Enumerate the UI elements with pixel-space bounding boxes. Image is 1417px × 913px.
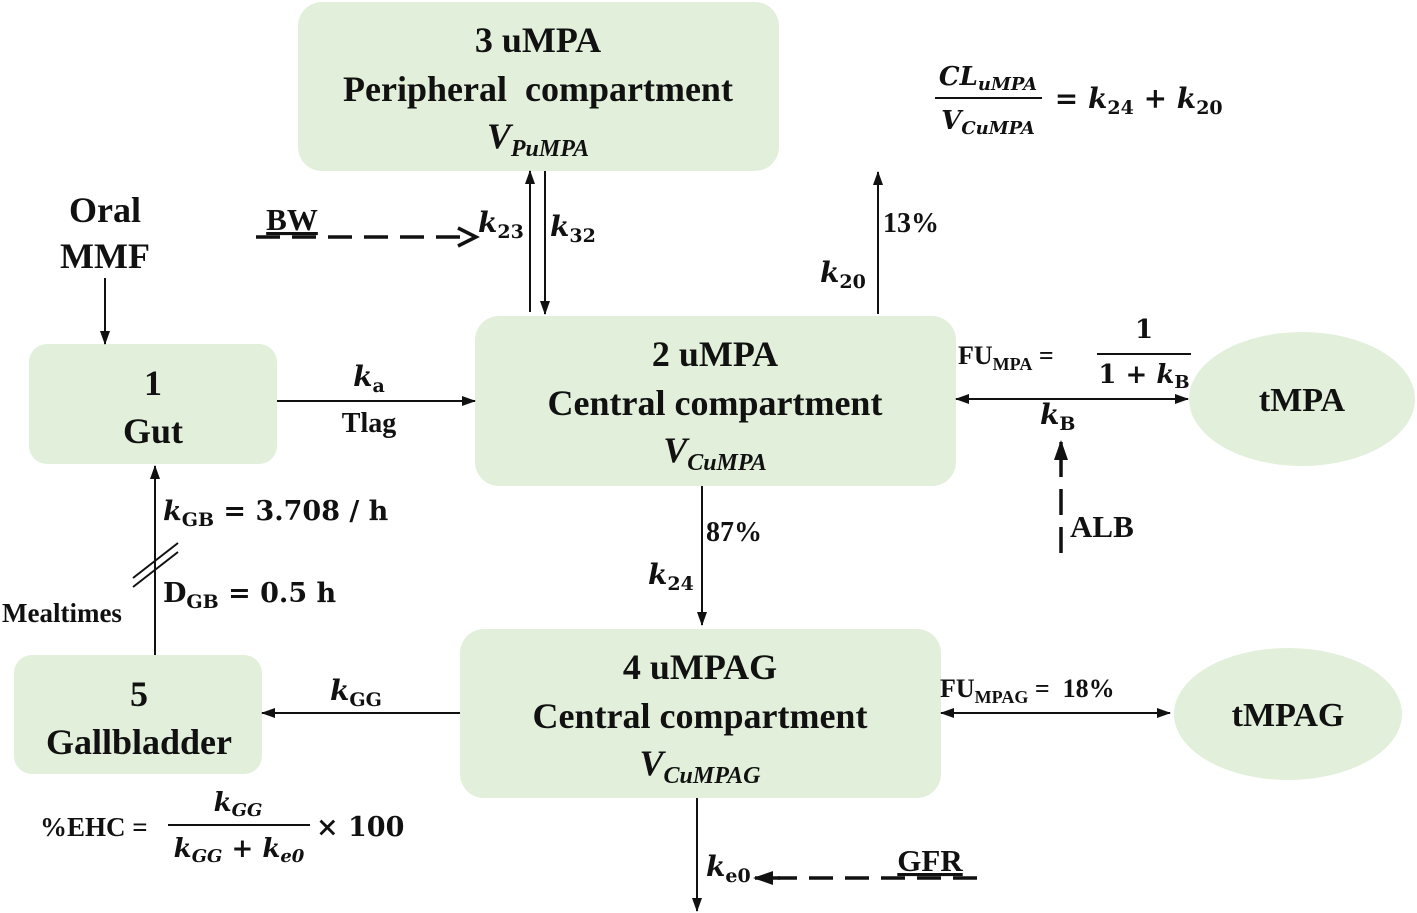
peripheral-volume: VPuMPA xyxy=(487,116,589,162)
gut-number: 1 xyxy=(144,363,162,403)
fu-mpa-numerator: 1 xyxy=(1135,315,1153,345)
tmpa-ellipse: tMPA xyxy=(1189,332,1415,466)
central-mpag-title: 4 uMPAG xyxy=(623,647,777,687)
k24-label: k24 xyxy=(648,558,694,595)
mealtimes-label: Mealtimes xyxy=(2,598,122,628)
central-mpag-compartment: 4 uMPAG Central compartment VCuMPAG xyxy=(460,629,941,798)
central-mpa-subtitle: Central compartment xyxy=(548,383,883,423)
central-mpag-volume: VCuMPAG xyxy=(640,743,762,789)
central-mpa-compartment: 2 uMPA Central compartment VCuMPA xyxy=(475,316,956,486)
mealtimes-switch-line-1 xyxy=(132,542,179,579)
central-mpa-title: 2 uMPA xyxy=(652,334,778,374)
fu-mpa-equation: FUMPA = 1 1 + kB xyxy=(958,315,1191,393)
central-mpa-volume: VCuMPA xyxy=(663,430,767,476)
fu-mpa-denominator: 1 + kB xyxy=(1098,360,1189,393)
ehc-equation: %EHC = kGG kGG + ke0 × 100 xyxy=(40,788,404,867)
gallbladder-compartment: 5 Gallbladder xyxy=(14,655,262,774)
k23-label: k23 xyxy=(478,206,524,243)
ke0-label: ke0 xyxy=(706,850,751,887)
gut-compartment: 1 Gut xyxy=(29,344,277,464)
tmpag-ellipse: tMPAG xyxy=(1174,648,1402,780)
ehc-times-100: × 100 xyxy=(316,812,404,843)
peripheral-compartment: 3 uMPA Peripheral compartment VPuMPA xyxy=(298,2,779,171)
fu-mpag-equation: FUMPAG = 18% xyxy=(940,674,1115,707)
fu-mpa-lhs: FUMPA = xyxy=(958,341,1060,374)
clearance-equation: CLuMPA VCuMPA = k24 + k20 xyxy=(935,62,1223,139)
bw-label: BW xyxy=(266,202,318,237)
oral-label: Oral xyxy=(69,190,141,230)
central-mpag-subtitle: Central compartment xyxy=(533,696,868,736)
gut-name: Gut xyxy=(123,411,183,451)
k20-label: k20 xyxy=(820,256,866,293)
mealtimes-switch-line-2 xyxy=(132,551,179,588)
dgb-equation: DGB = 0.5 h xyxy=(163,578,337,613)
k20-percent: 13% xyxy=(883,208,939,239)
cl-numerator: CLuMPA xyxy=(939,62,1037,95)
peripheral-title: 3 uMPA xyxy=(475,20,601,60)
mmf-label: MMF xyxy=(60,236,150,276)
tlag-label: Tlag xyxy=(342,408,396,439)
cl-rhs: = k24 + k20 xyxy=(1045,82,1223,119)
ehc-numerator: kGG xyxy=(214,788,263,821)
gfr-label: GFR xyxy=(897,843,963,878)
ka-label: ka xyxy=(353,360,385,397)
kgg-label: kGG xyxy=(330,674,382,711)
gallbladder-name: Gallbladder xyxy=(46,722,232,762)
cl-denominator: VCuMPA xyxy=(941,106,1035,139)
tmpa-label: tMPA xyxy=(1259,382,1346,419)
ehc-denominator: kGG + ke0 xyxy=(174,834,305,867)
k24-percent: 87% xyxy=(706,517,762,548)
peripheral-subtitle: Peripheral compartment xyxy=(343,69,733,109)
alb-label: ALB xyxy=(1070,509,1134,544)
bw-arrowhead xyxy=(457,226,480,248)
kb-label: kB xyxy=(1040,398,1075,435)
gallbladder-number: 5 xyxy=(130,674,148,714)
tmpag-label: tMPAG xyxy=(1232,697,1345,734)
k32-label: k32 xyxy=(550,210,596,247)
ehc-lhs: %EHC = xyxy=(40,812,154,842)
kgb-equation: kGB = 3.708 / h xyxy=(163,496,389,531)
